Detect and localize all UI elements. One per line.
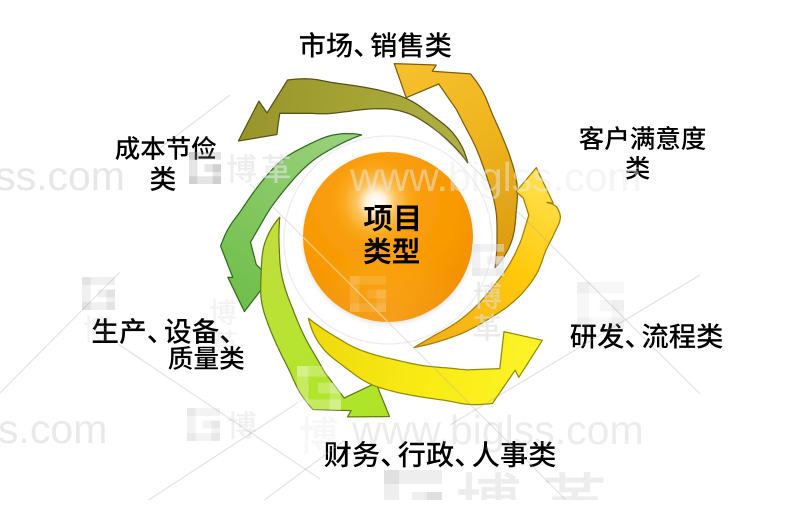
svg-text:www.biglss.com: www.biglss.com bbox=[351, 407, 644, 453]
svg-text:s.com: s.com bbox=[0, 406, 107, 452]
svg-text:www.biglss.com: www.biglss.com bbox=[349, 154, 642, 200]
svg-text:www.biglss.com: www.biglss.com bbox=[349, 154, 642, 200]
svg-text:lss.com: lss.com bbox=[0, 153, 125, 199]
